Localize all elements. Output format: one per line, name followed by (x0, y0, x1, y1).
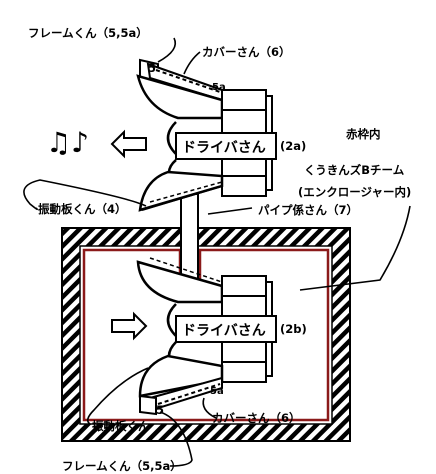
pipe-label: パイプ係さん（7） (258, 203, 358, 217)
diaphragm-label-bottom: 振動板くん (92, 419, 150, 433)
leader-lines (23, 37, 411, 467)
frame-label-bottom: フレームくん（5,5a） (62, 459, 182, 473)
hollow-arrow-left-icon (110, 129, 147, 159)
frame-label-top: フレームくん（5,5a） (28, 26, 148, 40)
driver-number-bottom: (2b) (280, 322, 307, 336)
enclosure-label: (エンクロージャー内) (298, 185, 411, 199)
tag-5-top: 5 (148, 61, 156, 75)
tag-5-bottom: 5 (156, 403, 164, 417)
tag-5a-bottom: 5a (210, 386, 224, 397)
top-driver-assembly (136, 58, 277, 212)
tag-5a-top: 5a (212, 82, 226, 93)
diaphragm-label-top: 振動板くん（4） (38, 202, 127, 216)
cover-label-top: カバーさん（6） (202, 45, 291, 59)
inside-red-label: 赤枠内 (346, 127, 381, 141)
driver-label-top: ドライバさん (182, 140, 266, 156)
music-notes-icon: ♫♪ (46, 126, 89, 159)
pipe (180, 193, 199, 287)
driver-label-bottom: ドライバさん (182, 323, 266, 339)
cover-label-bottom: カバーさん（6） (212, 411, 301, 425)
bottom-driver-assembly (136, 257, 277, 416)
driver-number-top: (2a) (280, 139, 306, 153)
enclosure-box (61, 227, 351, 442)
hollow-arrow-right-icon (111, 311, 148, 341)
team-label: くうきんズBチーム (304, 163, 405, 177)
